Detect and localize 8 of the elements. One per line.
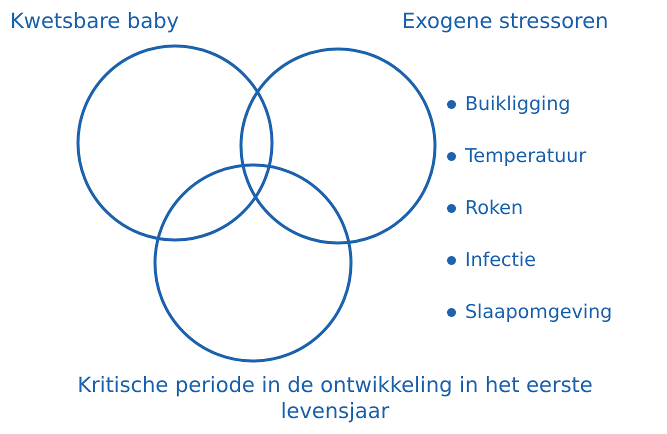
bullet-item: Temperatuur — [445, 144, 586, 168]
set-heading: Kwetsbare baby — [10, 8, 179, 34]
bullet-item: Slaapomgeving — [445, 300, 612, 324]
bullet-item: Buikligging — [445, 92, 570, 116]
bullet-item: Infectie — [445, 248, 536, 272]
set-heading: Kritische periode in de ontwikkeling in het eerste levensjaar — [76, 372, 594, 424]
bullet-item: Roken — [445, 196, 524, 220]
set-heading: Exogene stressoren — [402, 8, 608, 34]
